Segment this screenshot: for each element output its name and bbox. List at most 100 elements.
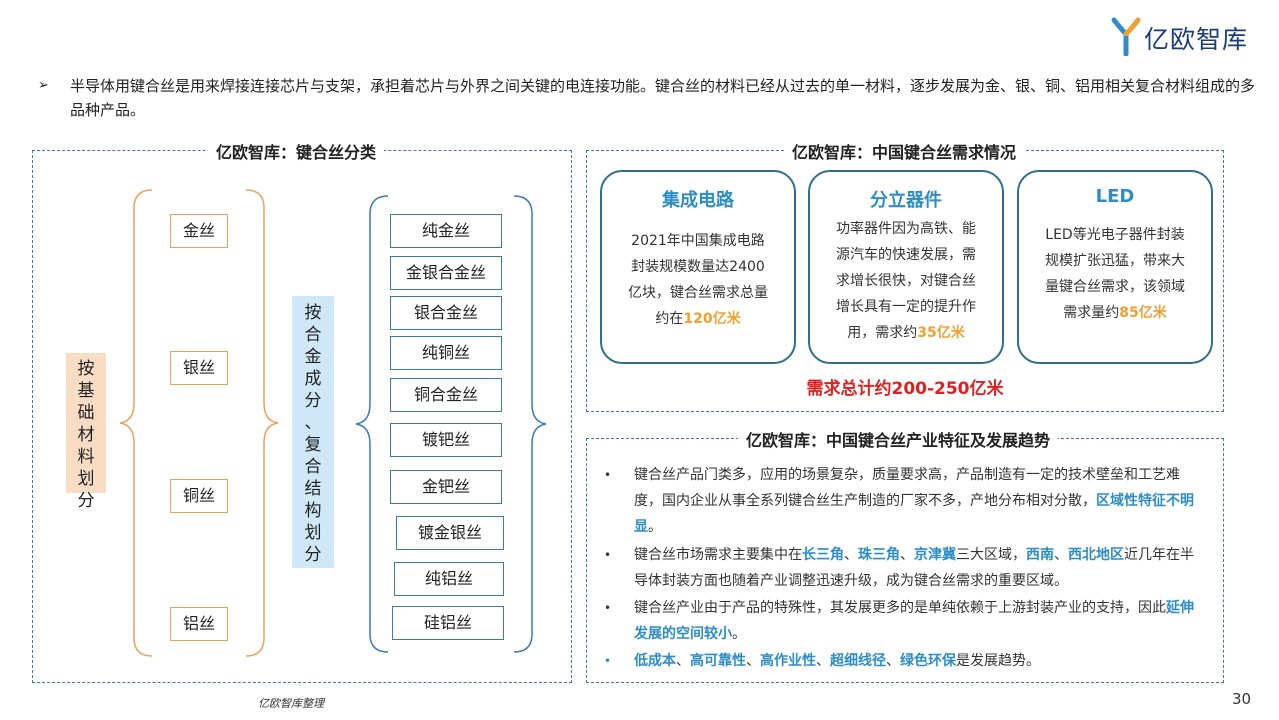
demand-card-led: LED LED等光电子器件封装 规模扩张迅猛，带来大 量键合丝需求，该领域 需求… (1017, 170, 1213, 364)
trend-keyword: 高作业性 (760, 653, 816, 669)
region-highlight: 珠三角 (858, 547, 900, 563)
region-highlight: 西南 (1026, 547, 1054, 563)
bullet-dot-icon: • (604, 468, 612, 482)
bullet-end: 。 (732, 626, 746, 642)
region-highlight: 西北地区 (1068, 547, 1124, 563)
base-material-axis-box (66, 353, 106, 493)
demand-card-line: 亿块，键合丝需求总量 (628, 285, 768, 301)
vertical-label-char: 分 (304, 545, 322, 565)
bullet-dot-icon: • (604, 601, 612, 615)
trend-panel-title: 亿欧智库：中国键合丝产业特征及发展趋势 (738, 427, 1059, 451)
demand-card-line: 约在120亿米 (616, 306, 780, 332)
demand-card-title: 分立器件 (870, 190, 942, 211)
yiou-y-logo-icon (1111, 17, 1141, 56)
bullet-text: 近几年在半导体封装方面也随着产业调整迅速升级，成为键合丝需求的重要区域。 (634, 547, 1194, 589)
base-material-axis-label: 按基础材料划分 (66, 358, 106, 512)
vertical-label-char: 合 (304, 325, 322, 345)
region-highlight: 京津冀 (914, 547, 956, 563)
demand-card-line: 2021年中国集成电路 (631, 233, 765, 249)
vertical-label-char: 划 (304, 523, 322, 543)
trend-keyword: 高可靠性 (690, 653, 746, 669)
bullet-highlight: 区域性特征不明显 (634, 493, 1194, 535)
demand-card-line: 量键合丝需求，该领域 (1045, 279, 1185, 295)
logo-brand-text: 亿欧智库 (1144, 25, 1249, 54)
product-item: 金银合金丝 (390, 256, 502, 290)
product-item: 纯铝丝 (394, 562, 504, 596)
base-material-gold: 金丝 (170, 214, 228, 248)
alloy-axis-label: 按合金成分、复合结构划分 (292, 302, 334, 566)
bullet-text: 键合丝市场需求主要集中在 (634, 547, 802, 563)
bullet-dot-icon: • (604, 548, 612, 562)
demand-card-line: 用，需求约35亿米 (824, 320, 988, 346)
region-highlight: 长三角 (802, 547, 844, 563)
demand-card-line: 源汽车的快速发展，需 (836, 247, 976, 263)
alloy-axis-box (292, 296, 334, 568)
source-note: 亿欧智库整理 (258, 697, 324, 710)
demand-card-value: 35亿米 (917, 325, 965, 341)
trend-panel-title-text: 亿欧智库：中国键合丝产业特征及发展趋势 (746, 431, 1051, 450)
vertical-label-char: 构 (304, 501, 322, 521)
vertical-label-char: 合 (304, 457, 322, 477)
left-orange-brace (119, 189, 153, 657)
product-item: 镀金银丝 (396, 516, 504, 550)
bullet-end: 。 (648, 519, 662, 535)
vertical-label-char: 分 (77, 491, 95, 511)
bullet-text: 键合丝产业由于产品的特殊性，其发展更多的是单纯依赖于上游封装产业的支持，因此 (634, 600, 1166, 616)
vertical-label-char: 复 (304, 435, 322, 455)
trend-bullet-3: • 键合丝产业由于产品的特殊性，其发展更多的是单纯依赖于上游封装产业的支持，因此… (604, 595, 1206, 647)
left-blue-brace (355, 195, 389, 653)
bullet-dot-icon: • (604, 654, 612, 668)
demand-card-body: LED等光电子器件封装 规模扩张迅猛，带来大 量键合丝需求，该领域 需求量约85… (1033, 222, 1197, 326)
bullet-sep: 、 (844, 547, 858, 563)
vertical-label-char: 金 (304, 347, 322, 367)
vertical-label-char: 、 (304, 413, 322, 433)
demand-card-line: 需求量约85亿米 (1033, 300, 1197, 326)
vertical-label-char: 料 (77, 447, 95, 467)
trend-keyword: 超细线径 (830, 653, 886, 669)
product-item: 镀钯丝 (390, 423, 502, 457)
classification-panel-title-text: 亿欧智库：键合丝分类 (216, 143, 377, 162)
demand-card-body: 2021年中国集成电路 封装规模数量达2400 亿块，键合丝需求总量 约在120… (616, 228, 780, 332)
intro-paragraph: ➢ 半导体用键合丝是用来焊接连接芯片与支架，承担着芯片与外界之间关键的电连接功能… (38, 74, 1258, 122)
bullet-highlight: 延伸发展的空间较小 (634, 600, 1194, 642)
base-material-aluminum: 铝丝 (170, 607, 228, 641)
vertical-label-char: 按 (304, 303, 322, 323)
demand-card-discrete: 分立器件 功率器件因为高铁、能 源汽车的快速发展，需 求增长很快，对键合丝 增长… (808, 170, 1004, 364)
demand-card-title: 集成电路 (662, 190, 734, 211)
demand-card-line: LED等光电子器件封装 (1045, 227, 1185, 243)
demand-card-line: 封装规模数量达2400 (631, 259, 765, 275)
intro-text: 半导体用键合丝是用来焊接连接芯片与支架，承担着芯片与外界之间关键的电连接功能。键… (70, 77, 1256, 119)
demand-card-prefix: 需求量约 (1063, 305, 1120, 321)
right-orange-brace (245, 189, 279, 657)
vertical-label-char: 划 (77, 469, 95, 489)
product-item: 硅铝丝 (392, 606, 504, 640)
vertical-label-char: 材 (77, 425, 95, 445)
vertical-label-char: 成 (304, 369, 322, 389)
demand-card-line: 功率器件因为高铁、能 (836, 221, 976, 237)
demand-card-body: 功率器件因为高铁、能 源汽车的快速发展，需 求增长很快，对键合丝 增长具有一定的… (824, 216, 988, 346)
bullet-sep: 、 (676, 653, 690, 669)
demand-card-title: LED (1095, 186, 1135, 207)
arrow-bullet-icon: ➢ (38, 78, 49, 93)
bullet-sep: 、 (900, 547, 914, 563)
demand-panel-title-text: 亿欧智库：中国键合丝需求情况 (792, 143, 1017, 162)
product-item: 金钯丝 (390, 470, 502, 504)
product-item: 铜合金丝 (390, 378, 502, 412)
bullet-sep: 、 (886, 653, 900, 669)
bullet-text: 是发展趋势。 (956, 653, 1040, 669)
trend-keyword: 低成本 (634, 653, 676, 669)
classification-panel-title: 亿欧智库：键合丝分类 (208, 139, 385, 163)
page-number: 30 (1232, 690, 1252, 708)
trend-keyword: 绿色环保 (900, 653, 956, 669)
trend-bullet-4: • 低成本、高可靠性、高作业性、超细线径、绿色环保是发展趋势。 (604, 648, 1206, 674)
demand-card-prefix: 用，需求约 (847, 325, 918, 341)
vertical-label-char: 分 (304, 391, 322, 411)
demand-card-line: 求增长很快，对键合丝 (836, 273, 976, 289)
demand-card-line: 规模扩张迅猛，带来大 (1045, 253, 1185, 269)
product-item: 纯金丝 (390, 214, 502, 248)
bullet-sep: 、 (1054, 547, 1068, 563)
base-material-copper: 铜丝 (170, 479, 228, 513)
bullet-sep: 、 (746, 653, 760, 669)
base-material-silver: 银丝 (170, 351, 228, 385)
trend-bullet-2: • 键合丝市场需求主要集中在长三角、珠三角、京津冀三大区域，西南、西北地区近几年… (604, 542, 1206, 594)
